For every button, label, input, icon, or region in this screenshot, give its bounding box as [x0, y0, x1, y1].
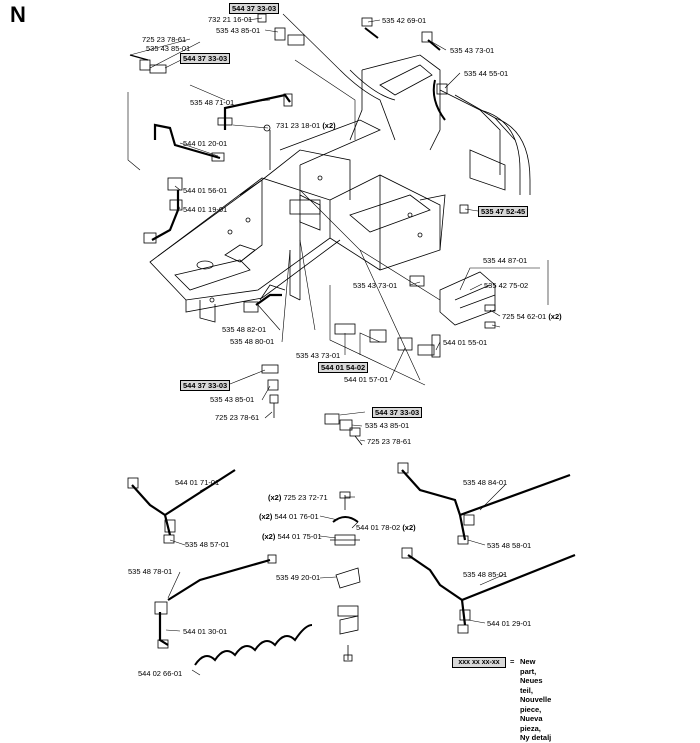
part-label: 535 48 85-01 [463, 570, 508, 579]
part-label: 544 01 71-01 [175, 478, 220, 487]
new-part-label: 544 01 54-02 [318, 362, 369, 373]
part-label: (x2) 544 01 75-01 [262, 532, 322, 541]
part-label: 544 01 29-01 [487, 619, 532, 628]
part-label: 535 42 75-02 [484, 281, 529, 290]
exploded-drawing [127, 13, 576, 676]
part-label: 535 43 73-01 [353, 281, 398, 290]
legend-line: Ny detalj [520, 733, 552, 742]
frame-drawing [149, 54, 531, 323]
hose-panels [127, 462, 576, 676]
center-clamp-stack [319, 491, 361, 662]
legend-line: New part, [520, 657, 537, 676]
new-part-label: 544 37 33-03 [180, 53, 231, 64]
part-label: 544 01 78-02 (x2) [356, 523, 416, 532]
part-label: 535 48 58-01 [487, 541, 532, 550]
new-part-label: 544 37 33-03 [372, 407, 423, 418]
part-label: 725 54 62-01 (x2) [502, 312, 562, 321]
part-label: 535 43 85-01 [210, 395, 255, 404]
legend-line: Nouvelle piece, [520, 695, 552, 714]
parts-diagram: N [10, 2, 576, 742]
part-label: 535 43 73-01 [450, 46, 495, 55]
part-label: 731 23 18-01 (x2) [276, 121, 336, 130]
leader-lines [127, 13, 549, 442]
new-part-label: 535 47 52-45 [478, 206, 529, 217]
new-part-label: 544 37 33-03 [180, 380, 231, 391]
part-label: 544 01 19-01 [183, 205, 228, 214]
part-label: 535 48 84-01 [463, 478, 508, 487]
part-label: 544 02 66-01 [138, 669, 183, 678]
part-label: 535 49 20-01 [276, 573, 321, 582]
part-label: 535 43 73-01 [296, 351, 341, 360]
part-label: 544 01 57-01 [344, 375, 389, 384]
part-label: 535 43 85-01 [216, 26, 261, 35]
new-part-label: 544 37 33-03 [229, 3, 280, 14]
part-label: (x2) 544 01 76-01 [259, 512, 319, 521]
part-label: 535 42 69-01 [382, 16, 427, 25]
part-label: (x2) 725 23 72-71 [268, 493, 328, 502]
part-label: 535 48 71-01 [190, 98, 235, 107]
part-label: 544 01 55-01 [443, 338, 488, 347]
part-label: 535 44 87-01 [483, 256, 528, 265]
legend-equals: = [510, 657, 515, 666]
part-label: 544 01 20-01 [183, 139, 228, 148]
legend-line: Nueva pieza, [520, 714, 543, 733]
part-label: 725 23 78-61 [215, 413, 260, 422]
legend-line: Neues teil, [520, 676, 543, 695]
part-label: 544 01 56-01 [183, 186, 228, 195]
cylinder-assembly [334, 271, 496, 358]
part-label: 535 48 78-01 [128, 567, 173, 576]
legend-key-box: xxx xx xx-xx [452, 657, 506, 668]
section-letter: N [10, 2, 26, 27]
part-label: 535 48 80-01 [230, 337, 275, 346]
part-label: 732 21 16-01 [208, 15, 253, 24]
part-label: 725 23 78-61 [142, 35, 187, 44]
part-label: 535 43 85-01 [146, 44, 191, 53]
part-label: 535 44 55-01 [464, 69, 509, 78]
part-label: 535 48 57-01 [185, 540, 230, 549]
part-label: 535 43 85-01 [365, 421, 410, 430]
part-label: 535 48 82-01 [222, 325, 267, 334]
part-label: 725 23 78-61 [367, 437, 412, 446]
part-label: 544 01 30-01 [183, 627, 228, 636]
